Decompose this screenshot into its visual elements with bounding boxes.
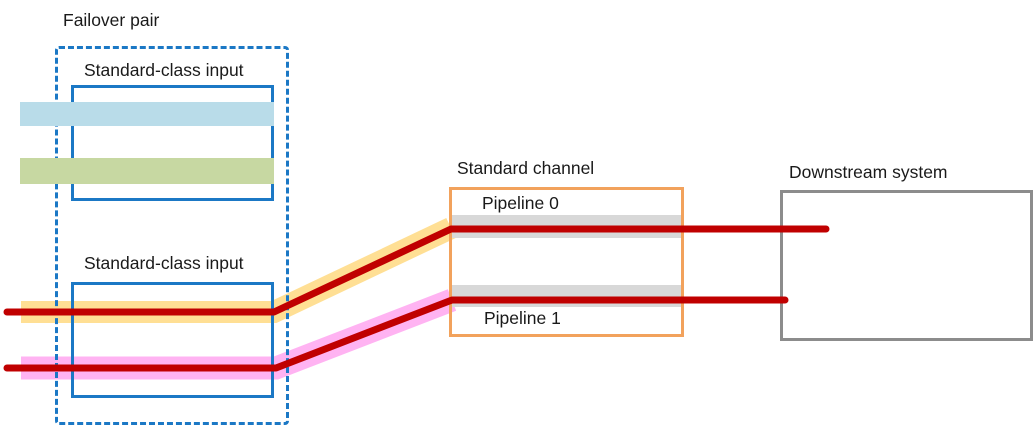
pipeline-1-label: Pipeline 1 [484,308,561,328]
standard-input-label-1: Standard-class input [84,60,244,80]
input-stream-green [20,158,274,184]
input-stream-blue [20,102,274,126]
active-stream-line-1 [3,296,789,372]
pipeline-0-label: Pipeline 0 [482,193,559,213]
active-stream-line-0 [3,225,830,316]
standard-input-box-2 [71,282,274,398]
failover-pair-label: Failover pair [63,10,160,30]
standard-input-label-2: Standard-class input [84,253,244,273]
standard-input-box-1 [71,85,274,201]
downstream-system-label: Downstream system [789,162,948,182]
downstream-system-box [780,190,1033,341]
standard-channel-label: Standard channel [457,158,595,178]
failover-pair-box [55,46,289,425]
standard-channel-box [449,187,684,337]
